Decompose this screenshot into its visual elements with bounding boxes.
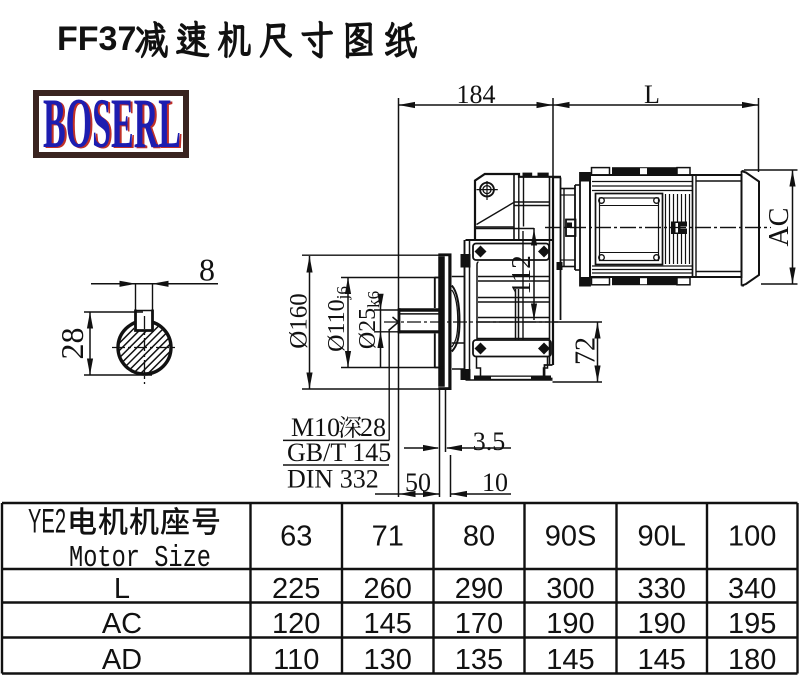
svg-text:BOSERL: BOSERL: [45, 86, 183, 164]
svg-text:340: 340: [728, 573, 776, 605]
svg-text:184: 184: [457, 80, 496, 109]
svg-text:190: 190: [546, 608, 594, 640]
svg-text:M10: M10: [291, 413, 340, 442]
svg-text:330: 330: [638, 573, 686, 605]
svg-text:260: 260: [364, 573, 412, 605]
svg-text:63: 63: [280, 521, 312, 553]
svg-text:90S: 90S: [545, 521, 597, 553]
svg-text:8: 8: [199, 252, 215, 288]
svg-text:50: 50: [405, 468, 431, 497]
svg-text:DIN 332: DIN 332: [287, 465, 379, 494]
svg-text:AC: AC: [102, 608, 142, 640]
svg-text:YE2: YE2: [28, 503, 66, 541]
svg-text:72: 72: [571, 337, 602, 365]
svg-text:AC: AC: [764, 208, 795, 247]
svg-text:L: L: [114, 573, 130, 605]
svg-text:130: 130: [364, 644, 412, 676]
svg-text:300: 300: [546, 573, 594, 605]
svg-text:10: 10: [482, 468, 508, 497]
svg-text:FF37: FF37: [57, 20, 136, 58]
svg-text:145: 145: [364, 608, 412, 640]
svg-text:120: 120: [272, 608, 320, 640]
svg-text:170: 170: [455, 608, 503, 640]
svg-text:Motor Size: Motor Size: [69, 541, 211, 576]
svg-text:Ø160: Ø160: [286, 293, 313, 349]
svg-text:L: L: [644, 80, 660, 109]
svg-text:71: 71: [372, 521, 404, 553]
svg-text:100: 100: [728, 521, 776, 553]
svg-text:28: 28: [360, 413, 386, 442]
svg-text:190: 190: [638, 608, 686, 640]
svg-text:BOSERL: BOSERL: [43, 85, 181, 163]
svg-text:225: 225: [272, 573, 320, 605]
svg-text:145: 145: [638, 644, 686, 676]
svg-text:290: 290: [455, 573, 503, 605]
svg-text:AD: AD: [102, 644, 142, 676]
svg-text:145: 145: [546, 644, 594, 676]
svg-text:80: 80: [463, 521, 495, 553]
svg-text:135: 135: [455, 644, 503, 676]
svg-text:28: 28: [54, 328, 90, 360]
svg-text:Ø25k6: Ø25k6: [355, 291, 383, 349]
svg-text:90L: 90L: [638, 521, 686, 553]
svg-text:3.5: 3.5: [473, 427, 506, 456]
svg-text:180: 180: [728, 644, 776, 676]
svg-text:GB/T 145: GB/T 145: [287, 438, 391, 467]
svg-text:112: 112: [506, 255, 536, 295]
svg-text:195: 195: [728, 608, 776, 640]
svg-text:110: 110: [273, 644, 319, 676]
